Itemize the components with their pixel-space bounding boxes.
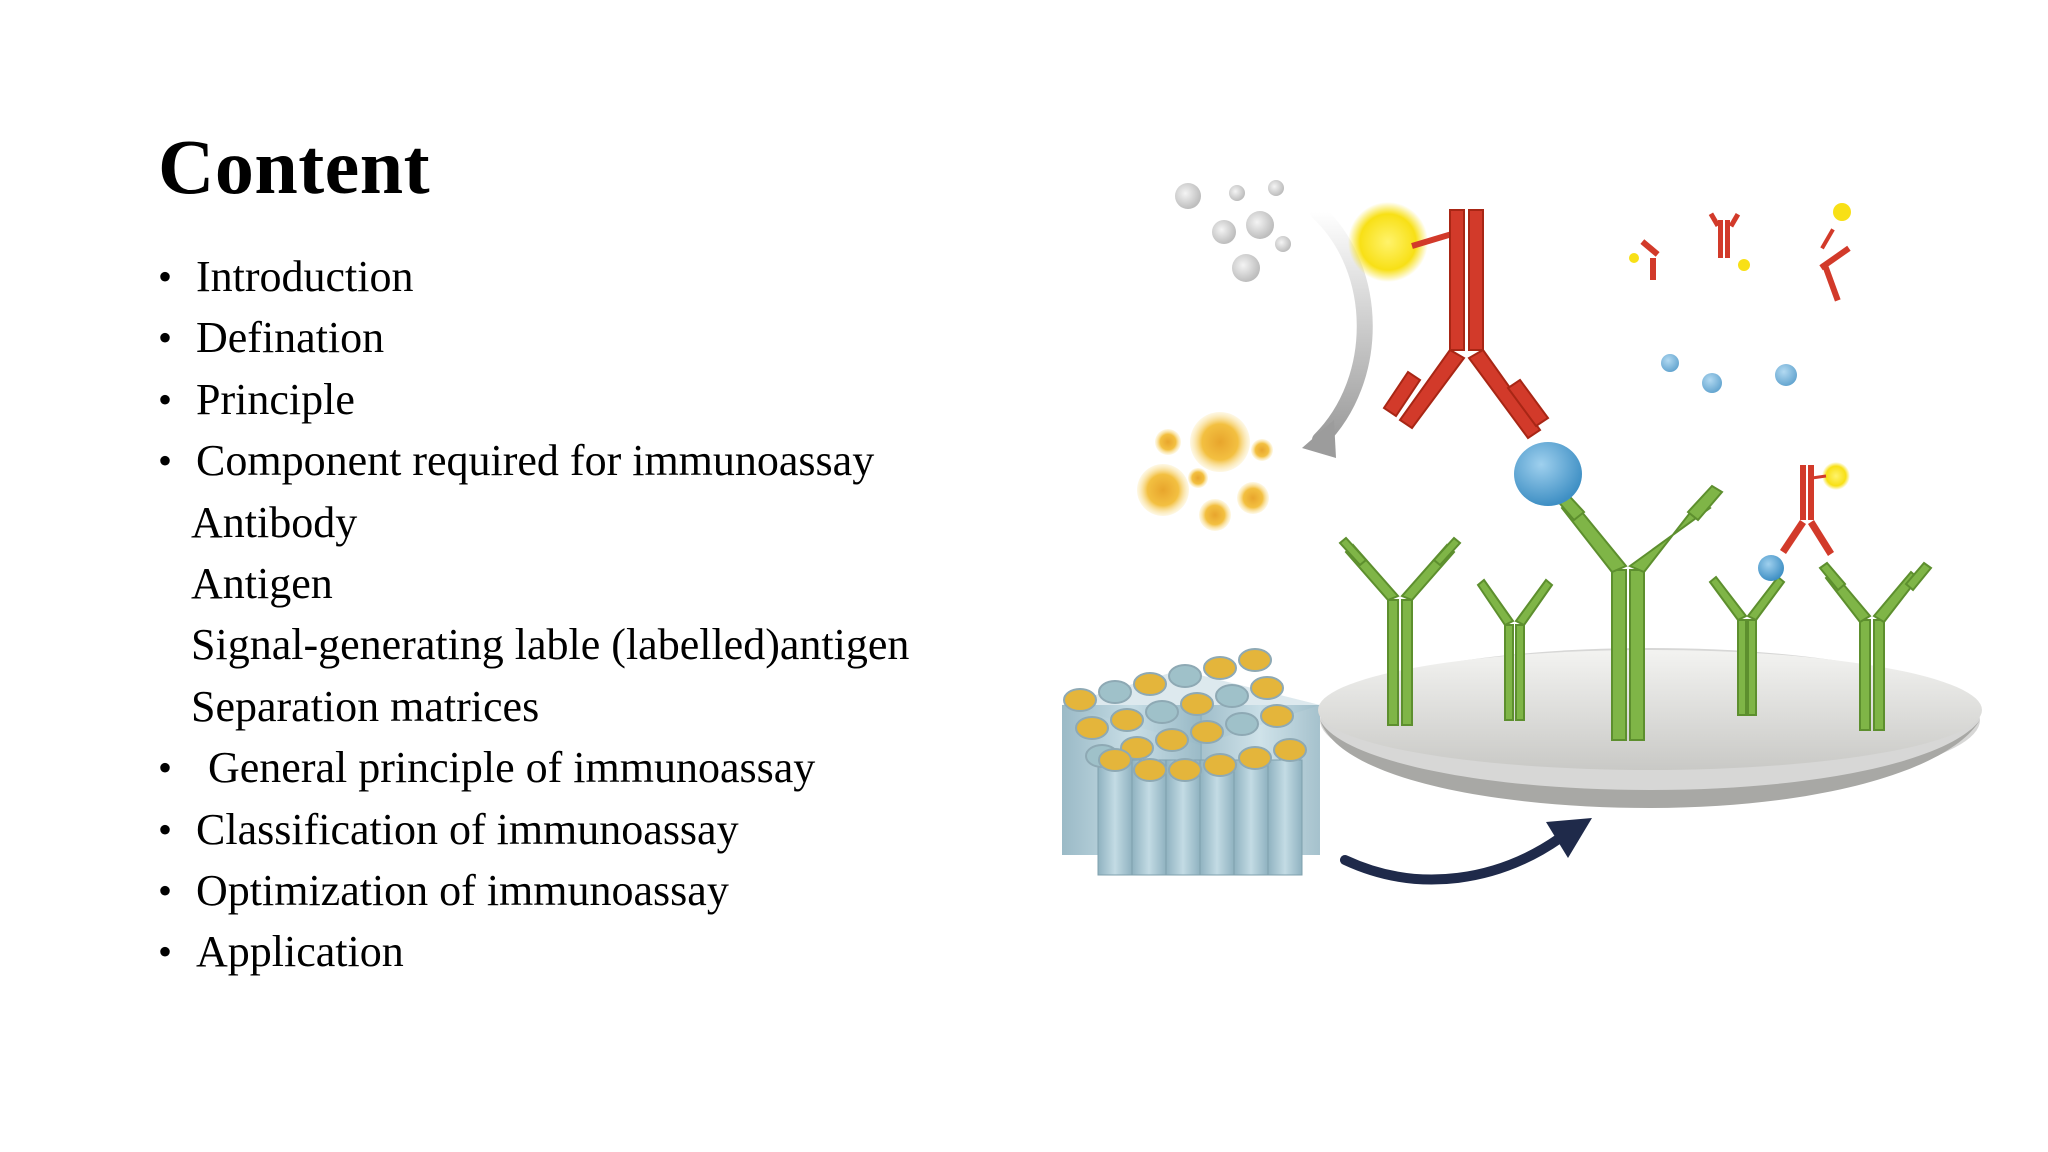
small-labelled-antibody: [1780, 462, 1850, 556]
slide-title: Content: [158, 123, 431, 210]
bullet-icon: •: [158, 376, 173, 422]
free-antibodies: [1629, 203, 1851, 302]
separation-matrix-icon: [1062, 648, 1320, 876]
capture-antibodies: [1338, 484, 1933, 741]
list-item-text: Introduction: [196, 252, 414, 301]
list-item-text: Principle: [196, 374, 355, 424]
list-item-text: Application: [196, 927, 404, 977]
bullet-icon: •: [158, 929, 173, 975]
sub-item-text: Signal-generating lable (labelled)antige…: [191, 620, 910, 670]
list-item-text: Optimization of immunoassay: [196, 865, 729, 915]
list-item-text: Defination: [196, 313, 385, 363]
list-item-text: Classification of immunoassay: [196, 804, 739, 854]
list-item-text: General principle of immunoassay: [208, 743, 816, 793]
grey-particles: [1175, 180, 1291, 282]
list-item-text: Component required for immunoassay: [196, 436, 875, 486]
bullet-icon: •: [158, 315, 173, 361]
bullet-icon: •: [158, 867, 173, 913]
assay-plate: [1318, 648, 1982, 808]
immunoassay-illustration: [1062, 180, 1982, 885]
bullet-icon: •: [158, 254, 173, 299]
bullet-icon: •: [158, 806, 173, 852]
gold-particles: [1137, 412, 1273, 531]
bullet-icon: •: [158, 438, 173, 484]
labelled-antibody: [1348, 202, 1550, 440]
sub-item-text: Separation matrices: [191, 681, 540, 731]
antigen-particles: [1514, 354, 1797, 581]
grey-curved-arrow: [1302, 204, 1373, 458]
navy-curved-arrow: [1340, 818, 1592, 885]
sub-item-text: Antibody: [191, 497, 358, 547]
sub-item-text: Antigen: [191, 558, 333, 608]
bullet-icon: •: [158, 745, 173, 791]
